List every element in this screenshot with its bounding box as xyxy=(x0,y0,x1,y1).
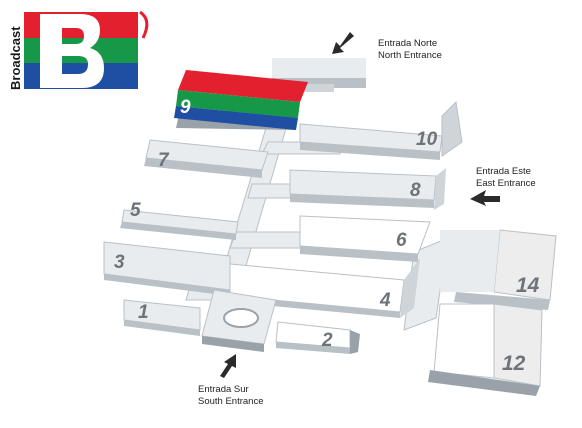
halls: 9 10 7 8 5 xyxy=(103,58,557,396)
hall-7-label: 7 xyxy=(158,150,170,171)
hall-12[interactable]: 12 xyxy=(428,303,543,396)
logo-letter xyxy=(40,14,104,88)
east-entrance[interactable]: Entrada Este East Entrance xyxy=(470,166,536,206)
hall-9-label: 9 xyxy=(180,97,191,118)
hall-3[interactable]: 3 xyxy=(103,241,231,296)
hall-8[interactable]: 8 xyxy=(289,168,446,210)
hall-9[interactable]: 9 xyxy=(174,70,308,130)
hall-10-label: 10 xyxy=(416,129,438,150)
hall-6[interactable]: 6 xyxy=(299,215,431,262)
north-entrance-line1: Entrada Norte xyxy=(378,38,437,49)
east-entrance-line2: East Entrance xyxy=(476,178,536,189)
north-arrow-icon xyxy=(332,32,354,54)
hall-2-label: 2 xyxy=(321,330,333,351)
south-entrance[interactable]: Entrada Sur South Entrance xyxy=(198,354,264,407)
broadcast-logo: Broadcast xyxy=(8,10,149,90)
hall-6-label: 6 xyxy=(396,230,407,251)
hall-2[interactable]: 2 xyxy=(275,321,360,354)
hall-4-label: 4 xyxy=(379,290,391,311)
hall-7[interactable]: 7 xyxy=(144,139,269,178)
hall-8-label: 8 xyxy=(410,180,421,201)
brand-vertical-text: Broadcast xyxy=(8,26,23,90)
south-entrance-building xyxy=(201,289,277,352)
hall-3-label: 3 xyxy=(114,252,125,273)
east-entrance-line1: Entrada Este xyxy=(476,166,531,177)
east-arrow-icon xyxy=(470,190,500,206)
south-entrance-line1: Entrada Sur xyxy=(198,384,249,395)
hall-12-label: 12 xyxy=(502,352,526,375)
north-entrance-line2: North Entrance xyxy=(378,50,442,61)
north-entrance[interactable]: Entrada Norte North Entrance xyxy=(332,32,442,61)
hall-10[interactable]: 10 xyxy=(299,100,463,160)
hall-1[interactable]: 1 xyxy=(123,299,201,336)
south-arrow-icon xyxy=(220,354,236,378)
hall-5[interactable]: 5 xyxy=(120,200,239,240)
hall-1-label: 1 xyxy=(138,302,149,323)
hall-14-label: 14 xyxy=(516,274,540,297)
hall-5-label: 5 xyxy=(130,200,141,221)
hall-14[interactable]: 14 xyxy=(440,229,557,310)
south-entrance-line2: South Entrance xyxy=(198,396,264,407)
